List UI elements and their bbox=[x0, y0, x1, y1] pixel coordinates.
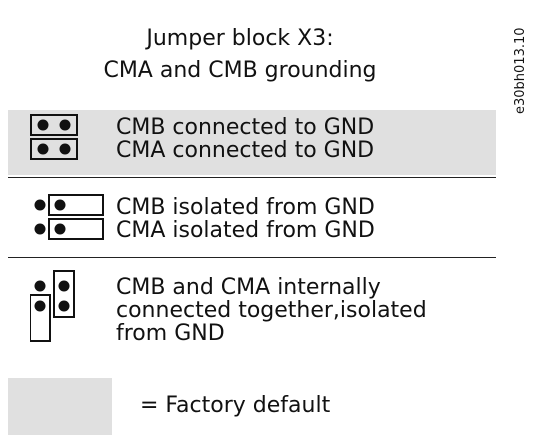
divider bbox=[8, 177, 496, 178]
option2-line1: CMB isolated from GND bbox=[116, 195, 375, 220]
figure-id-text: e30bh013.10 bbox=[513, 27, 528, 114]
option1-line2: CMA connected to GND bbox=[116, 138, 375, 163]
factory-default-highlight bbox=[8, 110, 496, 175]
option3-line2: connected together,isolated bbox=[116, 298, 427, 323]
option3-line3: from GND bbox=[116, 321, 225, 346]
option1-line1: CMB connected to GND bbox=[116, 115, 375, 140]
diagram-subtitle: CMA and CMB grounding bbox=[103, 58, 377, 83]
figure-id: e30bh013.10 bbox=[506, 6, 538, 114]
option3-line1: CMB and CMA internally bbox=[116, 275, 381, 300]
diagram-title: Jumper block X3: bbox=[146, 26, 334, 51]
jumper-icon-internally-connected bbox=[30, 270, 75, 342]
divider bbox=[8, 257, 496, 258]
legend-swatch bbox=[8, 378, 112, 435]
jumper-icon-isolated bbox=[34, 194, 104, 240]
legend-label: = Factory default bbox=[140, 393, 331, 418]
option2-line2: CMA isolated from GND bbox=[116, 218, 375, 243]
jumper-icon-both-bridged bbox=[30, 114, 78, 160]
